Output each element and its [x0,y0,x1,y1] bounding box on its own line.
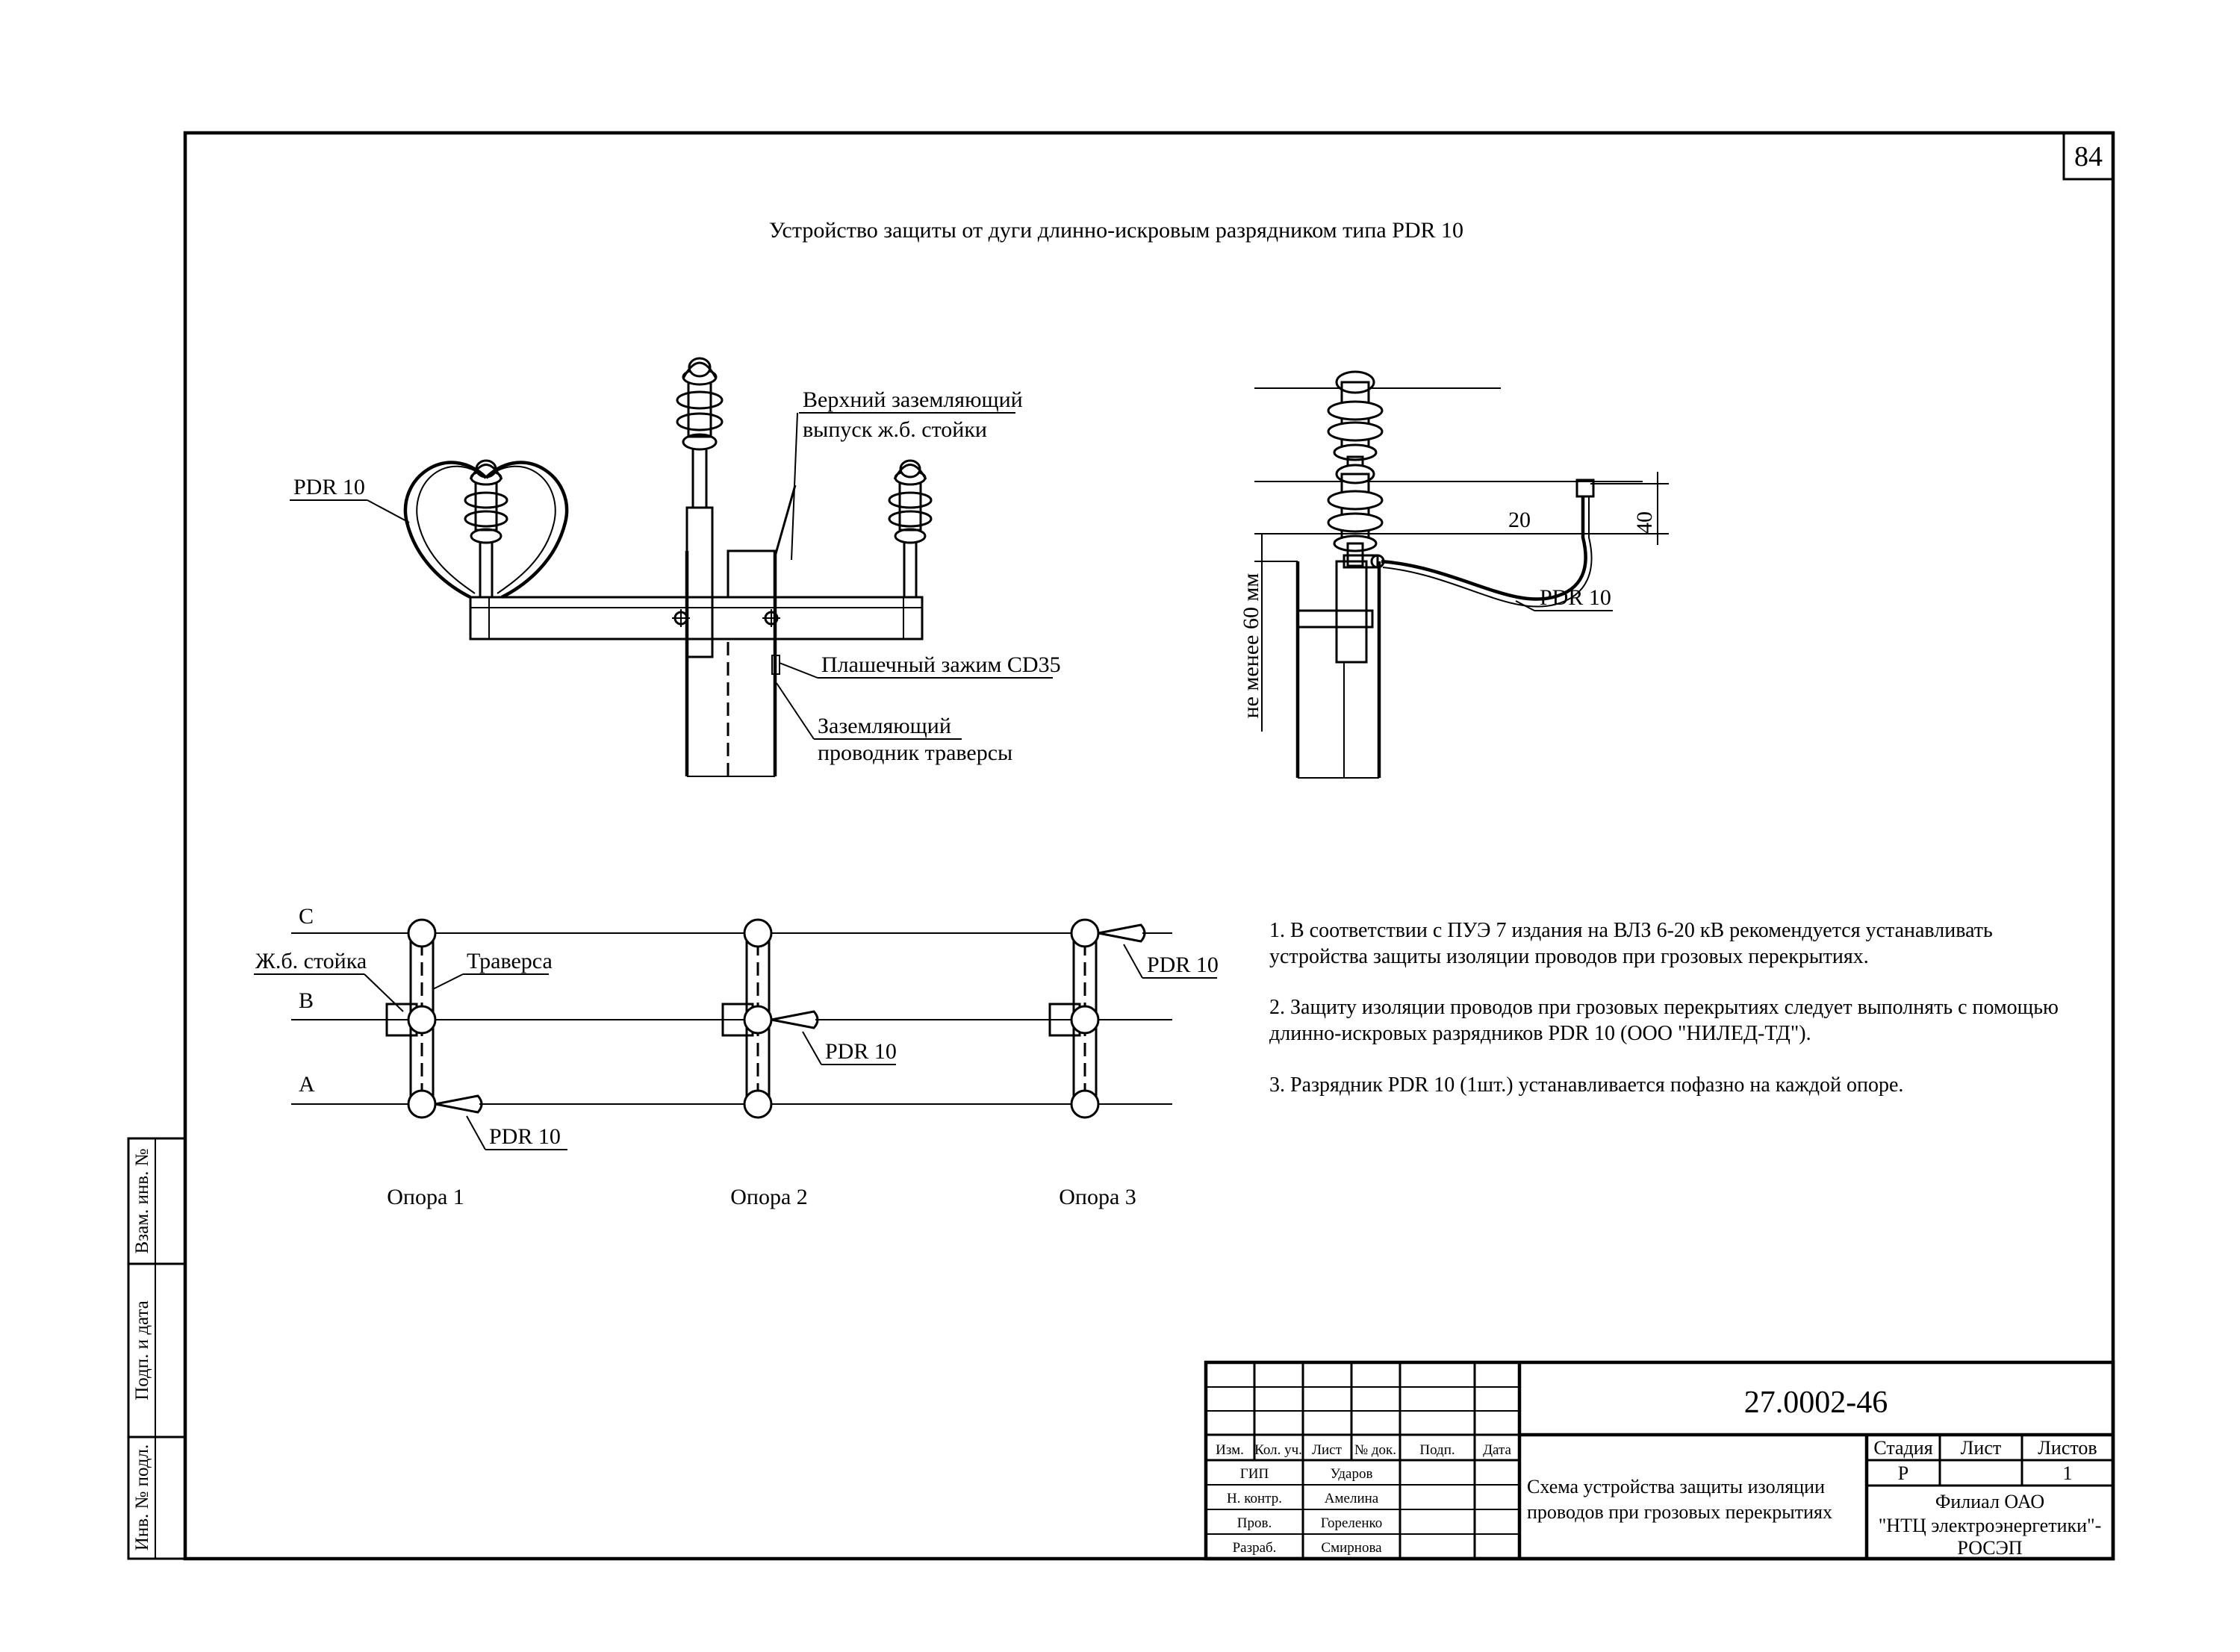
label-ground-cond-2: проводник траверсы [818,741,1012,765]
phase-b: B [299,988,314,1013]
tb-name-1: Ударов [1331,1466,1373,1482]
insulator-center [676,357,724,451]
note-1-line-2: устройства защиты изоляции проводов при … [1269,945,1869,968]
label-pole-2: Опора 2 [730,1185,808,1209]
tb-doc-code: 27.0002-46 [1744,1386,1888,1420]
tb-header-kol: Кол. уч. [1254,1442,1302,1458]
tb-header-data: Дата [1483,1442,1511,1458]
label-pdr-side: PDR 10 [1540,585,1611,610]
tb-stage-value: Р [1898,1462,1908,1484]
tb-header-list: Лист [1312,1442,1342,1458]
tb-name-4: Смирнова [1321,1540,1382,1556]
min-60mm: не менее 60 мм [1239,573,1263,719]
sheet-frame: 84 [183,131,2115,1561]
tb-role-gip: ГИП [1240,1466,1269,1482]
tb-stage-header: Стадия [1873,1437,1932,1459]
label-upper-ground-2: выпуск ж.б. стойки [803,417,987,442]
tb-org-3: РОСЭП [1957,1537,2022,1559]
label-pdr-plan-3: PDR 10 [1147,953,1219,977]
stamp-podp: Подп. и дата [132,1300,152,1400]
front-view: PDR 10 Верхний заземляющий выпуск ж.б. с… [290,357,1061,777]
pole-1 [385,918,487,1119]
tb-org-2: "НТЦ электроэнергетики"- [1879,1515,2102,1536]
tb-role-prov: Пров. [1237,1515,1272,1531]
label-pdr-front: PDR 10 [293,475,365,499]
tb-name-3: Гореленко [1321,1515,1383,1531]
label-pole-1: Опора 1 [387,1185,464,1209]
insulator-right [888,459,933,599]
label-clamp: Плашечный зажим CD35 [821,652,1061,677]
label-upper-ground-1: Верхний заземляющий [803,387,1023,412]
tb-desc-2: проводов при грозовых перекрытиях [1527,1501,1832,1523]
side-insulators [1327,370,1384,567]
label-pdr-plan-2: PDR 10 [825,1039,897,1064]
tb-role-nkontr: Н. контр. [1227,1491,1282,1506]
side-view: 40 20 не менее 60 мм PDR 10 [1239,370,1669,779]
label-ground-cond-1: Заземляющий [818,714,951,738]
tb-desc-1: Схема устройства защиты изоляции [1527,1476,1825,1497]
label-traverse: Траверса [467,949,553,973]
stamp-inv: Инв. № подл. [132,1444,152,1550]
tb-header-podp: Подп. [1419,1442,1455,1458]
tb-sheet-header: Лист [1961,1437,2001,1459]
tb-name-2: Амелина [1325,1491,1379,1506]
plan-view: C B A [254,904,1219,1209]
tb-header-izm: Изм. [1216,1442,1244,1458]
note-2-line-2: длинно-искровых разрядников PDR 10 (ООО … [1269,1022,1811,1045]
pole-3 [1048,918,1150,1119]
page-number: 84 [2074,141,2103,172]
label-pole: Ж.б. стойка [255,949,367,973]
note-1-line-1: 1. В соответствии с ПУЭ 7 издания на ВЛЗ… [1269,919,1993,942]
title-block: Изм. Кол. уч. Лист № док. Подп. Дата ГИП… [1204,1360,2115,1561]
note-3: 3. Разрядник PDR 10 (1шт.) устанавливает… [1269,1073,1903,1097]
stamp-vzam: Взам. инв. № [132,1148,152,1253]
tb-header-doc: № док. [1354,1442,1396,1458]
side-stamp: Взам. инв. № Подп. и дата Инв. № подл. [127,1137,187,1560]
notes: 1. В соответствии с ПУЭ 7 издания на ВЛЗ… [1269,919,2059,1097]
tb-org-1: Филиал ОАО [1935,1491,2044,1512]
label-pole-3: Опора 3 [1059,1185,1136,1209]
phase-c: C [299,904,314,929]
tb-role-razrab: Разраб. [1233,1540,1277,1556]
tb-sheets-header: Листов [2038,1437,2097,1459]
label-pdr-plan-1: PDR 10 [489,1124,561,1149]
dim-20: 20 [1508,508,1531,532]
insulator-left-with-pdr [403,459,569,599]
pole-2 [721,918,823,1119]
drawing-title: Устройство защиты от дуги длинно-искровы… [769,218,1463,243]
phase-a: A [299,1072,315,1097]
dim-40: 40 [1632,511,1657,534]
note-2-line-1: 2. Защиту изоляции проводов при грозовых… [1269,996,2059,1019]
tb-sheets-value: 1 [2063,1462,2073,1484]
